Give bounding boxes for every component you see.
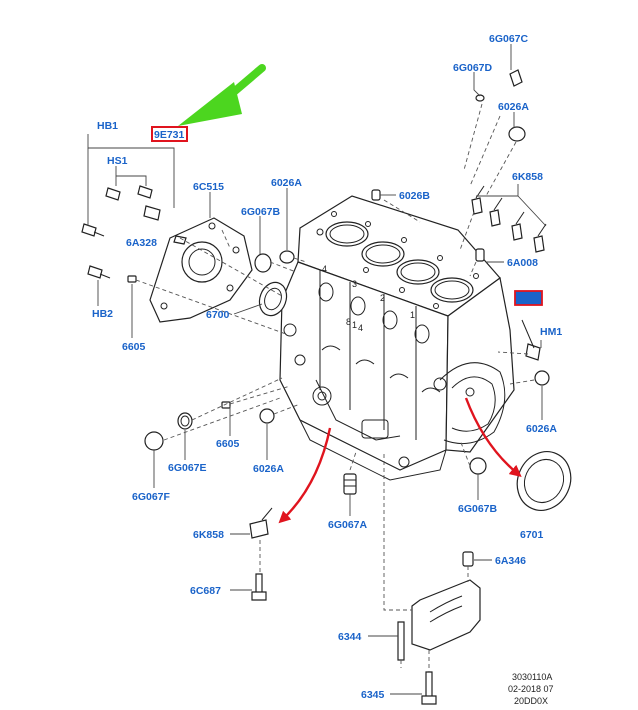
plug-6026a-top <box>508 126 526 142</box>
label-6g067b-left[interactable]: 6G067B <box>241 206 281 218</box>
leader-lines <box>87 44 547 695</box>
dowel-6026b <box>371 189 381 201</box>
label-6345[interactable]: 6345 <box>361 689 385 701</box>
plug-6g067c <box>509 69 523 87</box>
label-6g067f[interactable]: 6G067F <box>132 491 171 503</box>
label-6g067a[interactable]: 6G067A <box>328 519 368 531</box>
bolts-hb1-hs1 <box>81 185 187 279</box>
label-9e731[interactable]: 9E731 <box>154 129 185 141</box>
label-6a008[interactable]: 6A008 <box>507 257 538 269</box>
label-hb2[interactable]: HB2 <box>92 308 113 320</box>
plug-6g067d <box>475 94 485 102</box>
cylinder-number-label: 8 <box>346 317 351 327</box>
label-6k858-left[interactable]: 6K858 <box>193 529 224 541</box>
red-arrow-left <box>278 427 332 524</box>
label-6g067c[interactable]: 6G067C <box>489 33 529 45</box>
cylinder-block <box>279 195 515 481</box>
plug-6026a-lower <box>259 408 275 424</box>
label-6a328[interactable]: 6A328 <box>126 237 157 249</box>
highlight-box-9e731 <box>151 126 188 142</box>
highlight-box-hm1-partno <box>514 290 543 306</box>
front-seal-carrier <box>149 217 253 323</box>
label-6700[interactable]: 6700 <box>206 309 230 321</box>
label-hb1[interactable]: HB1 <box>97 120 118 132</box>
label-6k858-right[interactable]: 6K858 <box>512 171 543 183</box>
cylinder-number-label: 2 <box>380 293 385 303</box>
cylinder-number-label: 1 <box>410 310 415 320</box>
label-6026a-top[interactable]: 6026A <box>498 101 529 113</box>
label-6026a-right[interactable]: 6026A <box>526 423 557 435</box>
plug-6g067a <box>343 473 357 495</box>
label-6g067b-right[interactable]: 6G067B <box>458 503 498 515</box>
plug-6g067e <box>177 412 193 430</box>
green-pointer-arrow <box>178 64 266 126</box>
plug-6026a-right <box>534 370 550 386</box>
front-crankshaft-seal <box>258 281 288 317</box>
label-6605-left[interactable]: 6605 <box>122 341 146 353</box>
piston-cooling-jet-left <box>249 507 273 539</box>
label-hm1[interactable]: HM1 <box>540 326 562 338</box>
cylinder-number-label: 4 <box>322 264 327 274</box>
bolt-6c687 <box>251 573 267 601</box>
label-6701[interactable]: 6701 <box>520 529 544 541</box>
red-arrow-right <box>464 397 522 478</box>
label-6g067d[interactable]: 6G067D <box>453 62 493 74</box>
bolt-6345 <box>421 671 437 705</box>
label-6026a-upper[interactable]: 6026A <box>271 177 302 189</box>
catalog-reference: 3030110A 02-2018 07 20DD0X <box>508 672 554 706</box>
bearing-cap-pin <box>397 621 405 661</box>
label-6g067e[interactable]: 6G067E <box>168 462 207 474</box>
plug-6026a-upper <box>279 250 295 264</box>
main-bearing-cap <box>411 579 481 651</box>
label-6c687[interactable]: 6C687 <box>190 585 221 597</box>
catalog-line-3: 20DD0X <box>514 696 548 706</box>
dowels-6605 <box>127 275 231 409</box>
plug-6g067f <box>144 431 164 451</box>
cylinder-number-label: 3 <box>352 279 357 289</box>
label-6a346[interactable]: 6A346 <box>495 555 526 567</box>
rear-crankshaft-seal <box>516 451 572 511</box>
catalog-line-1: 3030110A <box>512 672 552 682</box>
label-6605-mid[interactable]: 6605 <box>216 438 240 450</box>
label-6026b[interactable]: 6026B <box>399 190 430 202</box>
plug-6g067b-right <box>469 457 487 475</box>
cylinder-number-label: 4 <box>358 323 363 333</box>
bolt-hm1 <box>521 319 541 361</box>
label-6026a-lower[interactable]: 6026A <box>253 463 284 475</box>
dowel-6a008 <box>475 248 485 262</box>
plug-6g067b-left <box>254 253 272 273</box>
assembly-dash-lines <box>135 103 535 672</box>
label-hs1[interactable]: HS1 <box>107 155 128 167</box>
label-6344[interactable]: 6344 <box>338 631 362 643</box>
piston-cooling-jets <box>471 185 547 253</box>
label-6c515[interactable]: 6C515 <box>193 181 224 193</box>
part-labels: 6G067C 6G067D 6026A 9E731 HB1 HS1 6C515 … <box>92 33 562 701</box>
cylinder-number-label: 1 <box>352 320 357 330</box>
catalog-line-2: 02-2018 07 <box>508 684 554 694</box>
dowel-6a346 <box>462 551 474 567</box>
